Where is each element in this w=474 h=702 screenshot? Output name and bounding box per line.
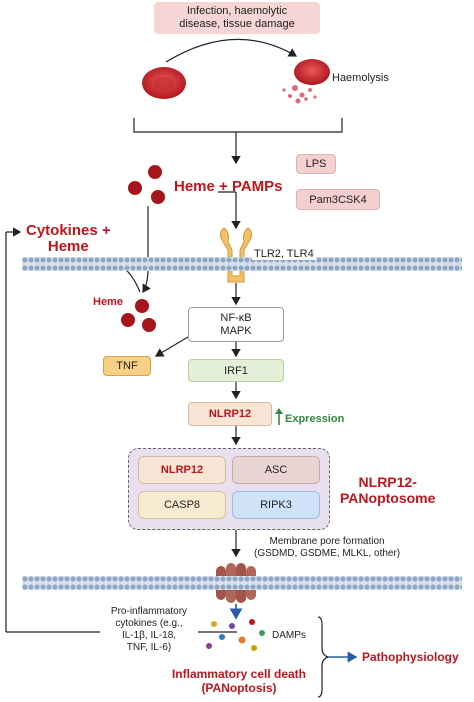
heme-intracellular-icon <box>121 299 156 332</box>
cytokines-list-label: Pro-inflammatory cytokines (e.g., IL-1β,… <box>100 606 198 654</box>
heme-intracellular-label: Heme <box>93 296 123 308</box>
expression-label: Expression <box>285 413 345 425</box>
irf1-box: IRF1 <box>188 359 284 382</box>
receptor-label: TLR2, TLR4 <box>252 248 316 260</box>
haemolysis-label: Haemolysis <box>332 72 389 84</box>
cell-membrane-top <box>22 257 462 271</box>
damps-particles-icon <box>206 619 265 651</box>
damps-label: DAMPs <box>272 630 306 641</box>
cell-membrane-bottom <box>22 576 462 590</box>
lysed-red-blood-cell-icon <box>294 59 330 85</box>
heme-cluster-icon <box>128 165 165 204</box>
cytokines-heme-label: Cytokines + Heme <box>26 222 111 255</box>
pore-formation-label: Membrane pore formation (GSDMD, GSDME, M… <box>254 536 401 559</box>
complex-asc-box: ASC <box>232 456 320 484</box>
complex-casp8-box: CASP8 <box>138 491 226 519</box>
complex-ripk3-box: RIPK3 <box>232 491 320 519</box>
panoptosome-label: NLRP12- PANoptosome <box>340 474 436 506</box>
pathophysiology-label: Pathophysiology <box>362 650 459 664</box>
heme-debris-icon <box>282 85 317 104</box>
tlr-receptor-icon <box>219 227 253 283</box>
nlrp12-box: NLRP12 <box>188 402 272 426</box>
trigger-box: Infection, haemolytic disease, tissue da… <box>154 2 320 34</box>
pam3csk4-box: Pam3CSK4 <box>296 189 380 210</box>
nfkb-mapk-box: NF-κB MAPK <box>188 307 284 342</box>
complex-nlrp12-box: NLRP12 <box>138 456 226 484</box>
heme-pamps-label: Heme + PAMPs <box>174 178 283 195</box>
lps-box: LPS <box>296 154 336 174</box>
tnf-box: TNF <box>103 356 151 376</box>
cell-death-label: Inflammatory cell death (PANoptosis) <box>171 667 307 695</box>
